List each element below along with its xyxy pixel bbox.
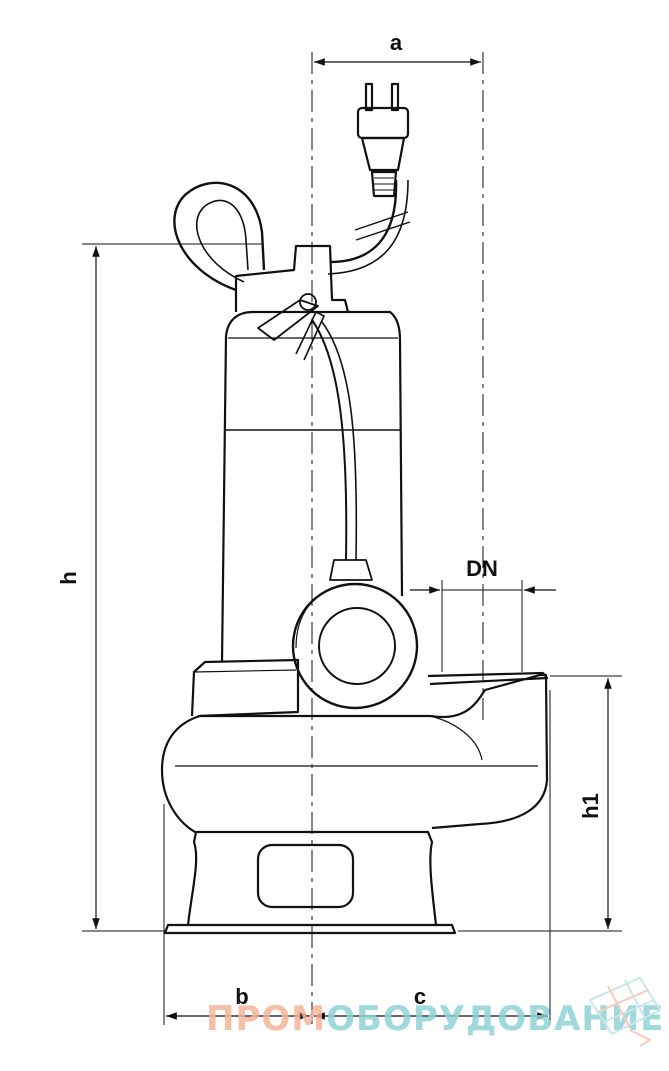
plug <box>356 82 410 198</box>
dimension-lines <box>82 52 622 1025</box>
watermark: ПРОМОБОРУДОВАНИЕ <box>206 976 665 1047</box>
float-cable <box>311 319 348 561</box>
watermark-logo-icon <box>588 976 662 1047</box>
dim-h1-label: h1 <box>578 793 603 819</box>
float-top <box>329 559 373 581</box>
foot-window <box>256 843 355 909</box>
power-cable <box>329 179 398 264</box>
float-arm <box>257 299 319 341</box>
svg-text:ПРОМОБОРУДОВАНИЕ: ПРОМОБОРУДОВАНИЕ <box>206 999 665 1039</box>
pump-mid-section <box>190 658 300 718</box>
dim-h-label: h <box>56 571 81 584</box>
motor-body <box>220 310 404 663</box>
handle-loop <box>173 181 266 292</box>
dim-a-label: a <box>390 30 403 55</box>
volute-sweep <box>429 715 483 761</box>
dim-dn-label: DN <box>466 556 498 581</box>
dim-b-label: b <box>235 984 248 1009</box>
base-plate <box>163 923 457 935</box>
watermark-part2: ОБОРУДОВАНИЕ <box>326 999 664 1039</box>
motor-top-cover <box>234 244 350 313</box>
discharge-flange <box>427 671 549 686</box>
watermark-part1: ПРОМ <box>206 999 326 1039</box>
pump-outline <box>160 82 549 935</box>
volute-housing <box>160 673 549 833</box>
dim-c-label: c <box>414 984 426 1009</box>
